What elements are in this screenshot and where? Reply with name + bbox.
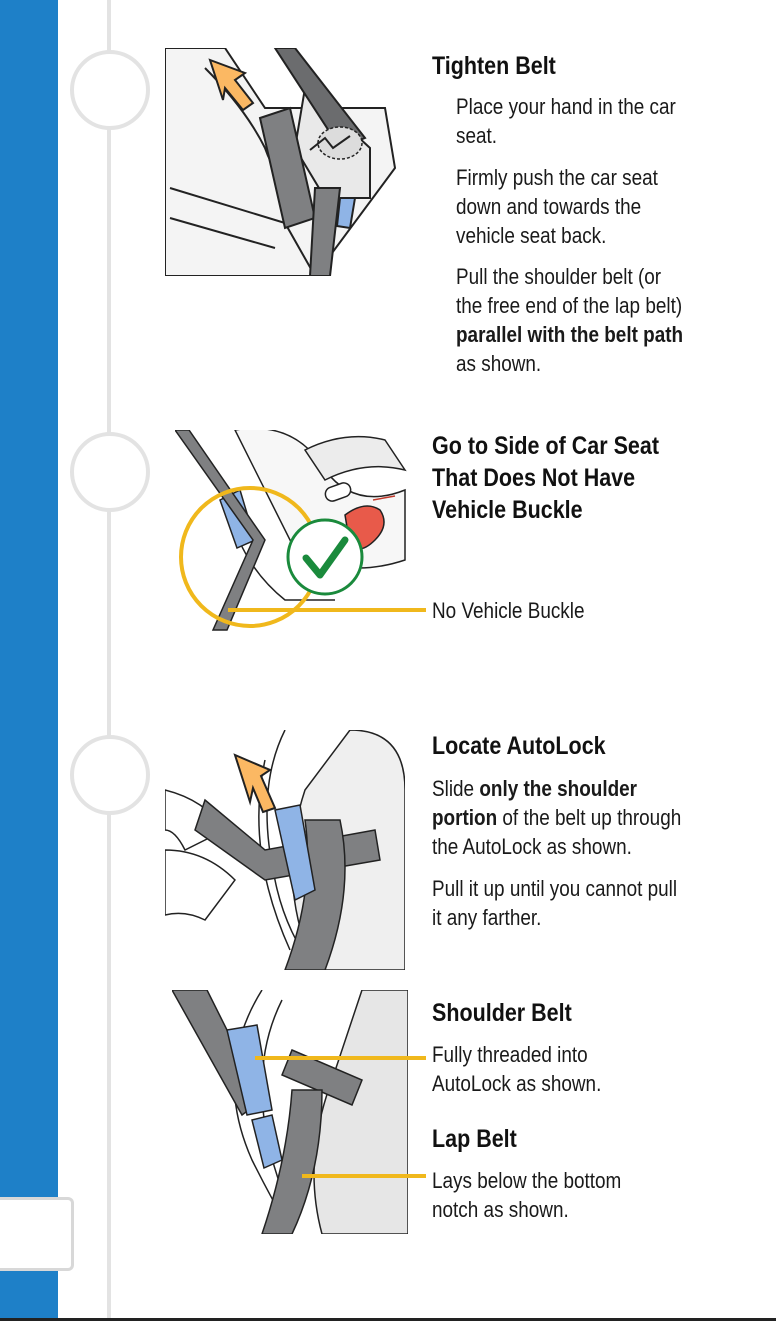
instruction-paragraph: Firmly push the car seat down and toward… (456, 163, 658, 250)
instruction-paragraph: Pull the shoulder belt (or the free end … (456, 262, 683, 378)
callout-line-shoulder-belt (255, 1056, 426, 1060)
page-number-tab (0, 1197, 74, 1271)
label-heading-lap-belt: Lap Belt (432, 1123, 517, 1155)
step-timeline (107, 0, 111, 1318)
illustration-belt-positions (172, 990, 408, 1234)
illustration-no-vehicle-buckle (175, 430, 415, 638)
instruction-paragraph: Slide only the shoulder portion of the b… (432, 774, 681, 861)
step-heading-go-to-side: Go to Side of Car Seat That Does Not Hav… (432, 430, 659, 526)
step-heading-locate-autolock: Locate AutoLock (432, 730, 606, 762)
callout-line-lap-belt (302, 1174, 426, 1178)
step-marker-3 (70, 735, 150, 815)
callout-label-no-buckle: No Vehicle Buckle (432, 596, 585, 625)
bottom-rule (0, 1318, 776, 1321)
label-text-shoulder-belt: Fully threaded into AutoLock as shown. (432, 1040, 601, 1098)
instruction-paragraph: Place your hand in the car seat. (456, 92, 676, 150)
step-marker-2 (70, 432, 150, 512)
step-heading-tighten-belt: Tighten Belt (432, 50, 556, 82)
step-marker-1 (70, 50, 150, 130)
label-heading-shoulder-belt: Shoulder Belt (432, 997, 572, 1029)
illustration-locate-autolock (165, 730, 405, 970)
checkmark-icon (288, 520, 362, 594)
label-text-lap-belt: Lays below the bottom notch as shown. (432, 1166, 621, 1224)
callout-line-no-buckle (228, 608, 426, 612)
sidebar-band (0, 0, 58, 1318)
instruction-paragraph: Pull it up until you cannot pull it any … (432, 874, 677, 932)
illustration-tighten-belt (165, 48, 405, 276)
